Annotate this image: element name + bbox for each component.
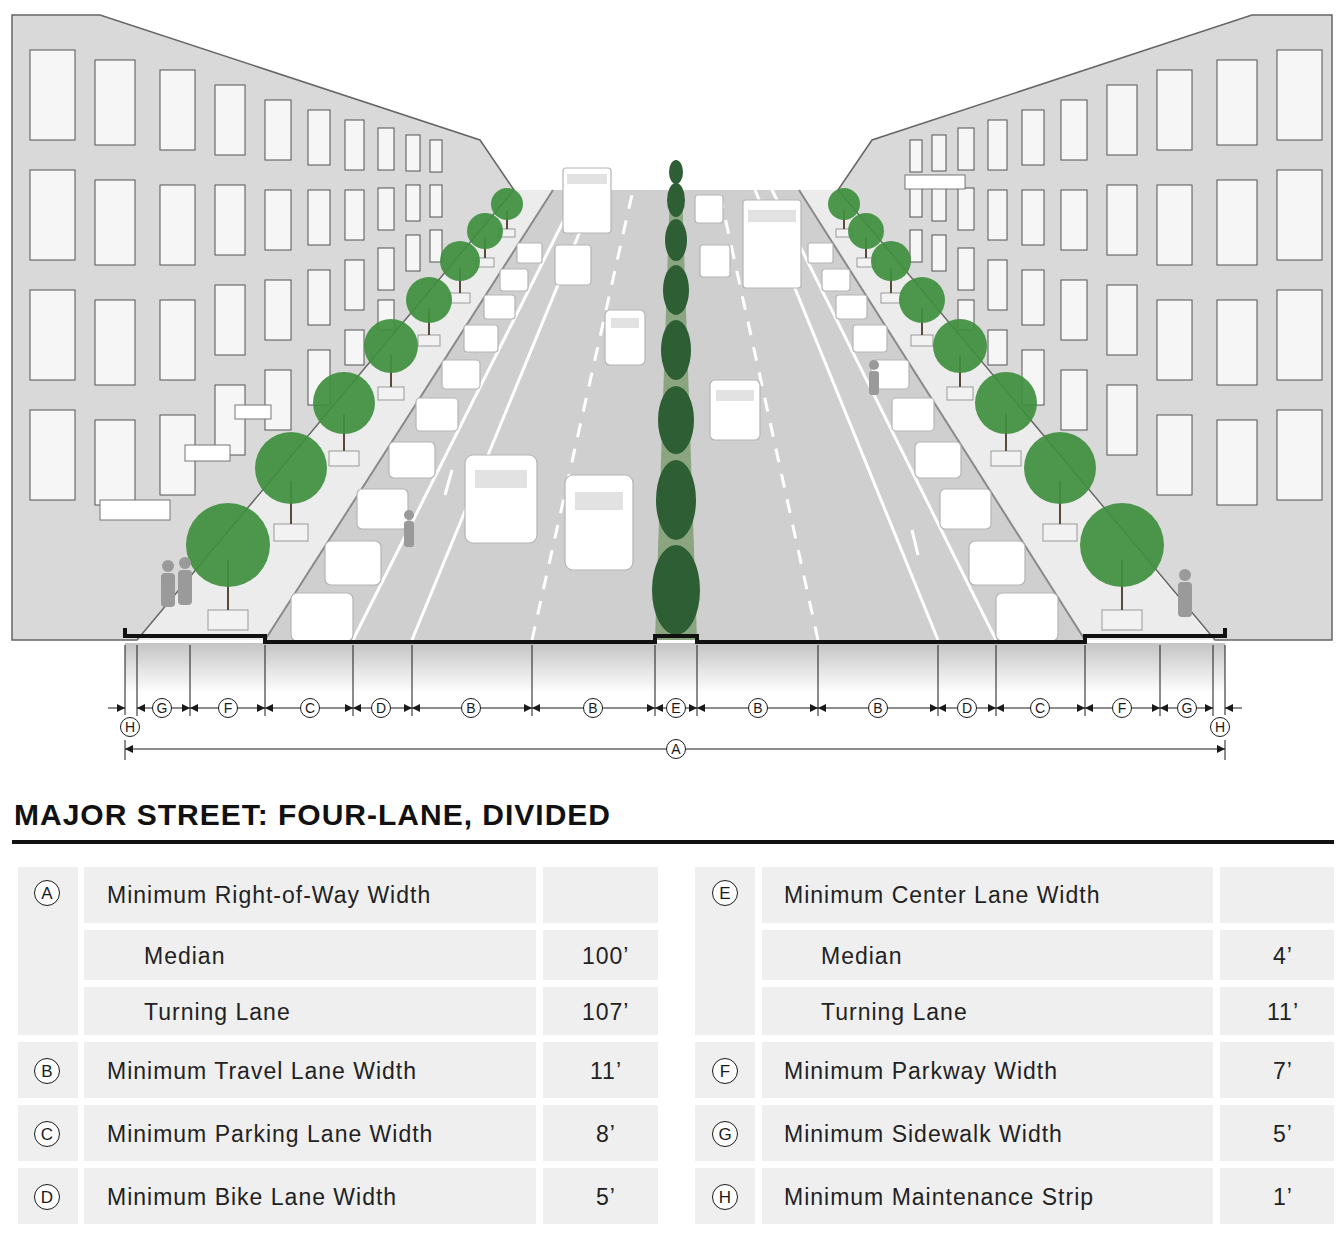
table-value: 100’ [582, 943, 629, 969]
callout-letter: F [1118, 701, 1127, 715]
dimension-callout: H [1210, 717, 1230, 737]
table-label: Minimum Travel Lane Width [107, 1058, 417, 1084]
building [838, 15, 1332, 640]
section-profile [125, 628, 1225, 642]
table-label: Minimum Sidewalk Width [784, 1121, 1063, 1147]
table-key-callout: C [34, 1121, 60, 1147]
title-rule [12, 840, 1334, 844]
callout-letter: B [873, 701, 882, 715]
dimension-callout: G [152, 698, 172, 718]
table-value: 5’ [1273, 1121, 1293, 1147]
table-key-callout: B [34, 1058, 60, 1084]
lane-markings [353, 190, 996, 640]
section-shade [125, 643, 1225, 693]
table-label: Median [821, 943, 902, 969]
callout-letter: B [588, 701, 597, 715]
table-value: 1’ [1273, 1184, 1293, 1210]
dimension-callout: B [868, 698, 888, 718]
table-label: Minimum Maintenance Strip [784, 1184, 1094, 1210]
table-value: 107’ [582, 999, 629, 1025]
dimension-callout: B [461, 698, 481, 718]
callout-letter: G [718, 1126, 731, 1143]
table-value: 4’ [1273, 943, 1293, 969]
callout-letter: F [224, 701, 233, 715]
callout-letter: C [305, 701, 315, 715]
callout-letter: D [962, 701, 972, 715]
table-key-callout: D [34, 1184, 60, 1210]
table-label: Minimum Parkway Width [784, 1058, 1058, 1084]
callout-letter: F [720, 1063, 730, 1080]
dimension-callout: D [371, 698, 391, 718]
table-key-callout: A [34, 880, 60, 906]
table-value: 5’ [596, 1184, 616, 1210]
callout-letter: E [719, 885, 730, 902]
street-trees [186, 188, 1164, 630]
table-label: Median [144, 943, 225, 969]
building [12, 15, 514, 640]
callout-letter: B [466, 701, 475, 715]
callout-letter: H [1215, 720, 1225, 734]
table-key-callout: G [712, 1121, 738, 1147]
median-trees [652, 160, 700, 635]
dimension-callout: A [666, 739, 686, 759]
table-value: 8’ [596, 1121, 616, 1147]
dimension-callout: B [748, 698, 768, 718]
dimension-callout: C [1030, 698, 1050, 718]
table-key-callout: E [712, 880, 738, 906]
dimension-callout: F [1112, 698, 1132, 718]
parked-cars [291, 243, 1058, 641]
callout-letter: B [41, 1063, 52, 1080]
dimension-callout: B [583, 698, 603, 718]
table-label: Turning Lane [144, 999, 291, 1025]
traffic [465, 168, 801, 570]
callout-letter: C [41, 1126, 53, 1143]
table-key-callout: H [712, 1184, 738, 1210]
callout-letter: C [1035, 701, 1045, 715]
table-label: Minimum Right-of-Way Width [107, 882, 431, 908]
dimension-callout: G [1177, 698, 1197, 718]
callout-letter: E [671, 701, 680, 715]
callout-letter: D [41, 1189, 53, 1206]
table-label: Turning Lane [821, 999, 968, 1025]
callout-letter: D [376, 701, 386, 715]
callout-letter: B [753, 701, 762, 715]
dimension-callout: C [300, 698, 320, 718]
table-value: 11’ [1267, 999, 1299, 1025]
callout-letter: H [125, 720, 135, 734]
callout-letter: H [719, 1189, 731, 1206]
callout-letter: G [1182, 701, 1193, 715]
table-cells [18, 867, 1334, 1224]
table-value: 7’ [1273, 1058, 1293, 1084]
pedestrians [161, 360, 1192, 617]
table-label: Minimum Bike Lane Width [107, 1184, 397, 1210]
windows [905, 50, 1322, 505]
table-label: Minimum Parking Lane Width [107, 1121, 433, 1147]
table-key-callout: F [712, 1058, 738, 1084]
callout-letter: A [41, 885, 52, 902]
dimension-callout: F [218, 698, 238, 718]
dimension-callout: H [120, 717, 140, 737]
table-value: 11’ [590, 1058, 622, 1084]
diagram-title: MAJOR STREET: FOUR-LANE, DIVIDED [14, 798, 611, 833]
vehicle-windows [475, 174, 796, 510]
callout-letter: G [157, 701, 168, 715]
table-label: Minimum Center Lane Width [784, 882, 1100, 908]
callout-letter: A [671, 742, 680, 756]
dimension-callout: E [666, 698, 686, 718]
windows [30, 50, 442, 520]
dimension-ticks [125, 645, 1225, 760]
dimension-callout: D [957, 698, 977, 718]
